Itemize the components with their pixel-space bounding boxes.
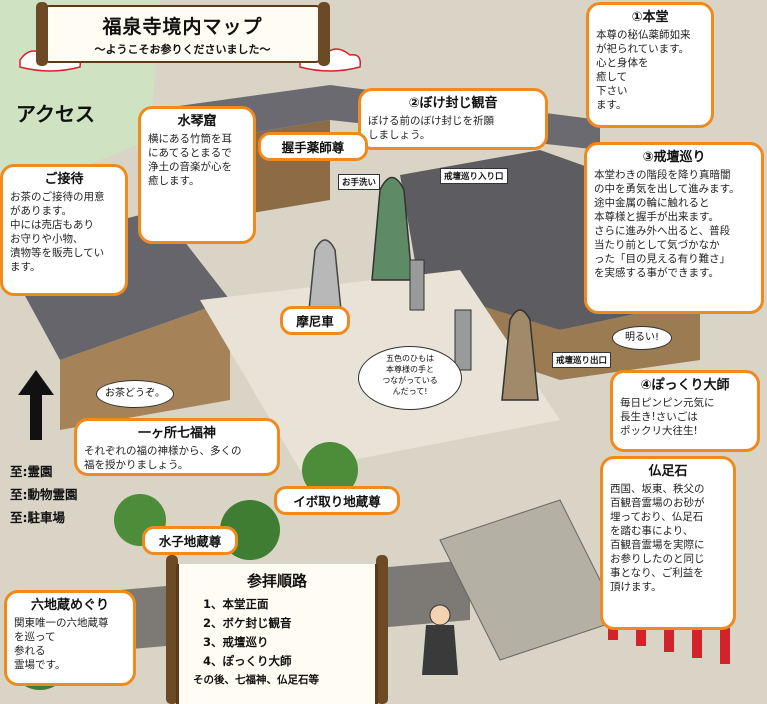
scroll-rod [36, 2, 48, 66]
map-title: 福泉寺境内マップ [102, 16, 263, 38]
access-arrow-icon [18, 370, 54, 440]
label-ibotori-jizo: イボ取り地蔵尊 [274, 486, 400, 515]
route-scroll: 参拝順路 1、本堂正面 2、ボケ封じ観音 3、戒壇巡り 4、ぽっくり大師 その後… [176, 564, 378, 704]
stone-lantern [454, 309, 472, 371]
info-suikinkutsu-title: 水琴窟 [177, 114, 217, 129]
info-settai-body: お茶のご接待の用意 があります。 中には売店もあり お守りや小物、 漬物等を販売… [10, 191, 105, 273]
info-bokefuji: ②ぼけ封じ観音 ぼける前のぼけ封じを祈願 しましょう。 [358, 88, 548, 150]
red-banner [692, 608, 702, 658]
scroll-rod [376, 555, 388, 704]
bubble-himo: 五色のひもは 本尊様の手と つながっている んだって! [358, 346, 462, 410]
info-bussokuseki-body: 西国、坂東、秩父の 百観音霊場のお砂が 埋っており、仏足石 を踏む事により、 百… [610, 483, 705, 593]
info-shichifukujin-body: それぞれの福の神様から、多くの 福を授かりましょう。 [84, 445, 242, 471]
info-suikinkutsu: 水琴窟 横にある竹筒を耳 にあてるとまるで 浄土の音楽が心を 癒します。 [138, 106, 256, 244]
tag-kaidan-entrance: 戒壇巡り入り口 [440, 168, 508, 184]
label-akushu-yakushi: 握手薬師尊 [258, 132, 368, 161]
map-subtitle: 〜ようこそお参りくださいました〜 [94, 43, 271, 56]
access-destinations: 至:霊園 至:動物霊園 至:駐車場 [10, 460, 78, 529]
info-bokefuji-title: ②ぼけ封じ観音 [408, 96, 498, 111]
info-bussokuseki-title: 仏足石 [648, 464, 688, 479]
route-step-2: 2、ボケ封じ観音 [203, 616, 292, 630]
destination-pet-cemetery: 至:動物霊園 [10, 487, 78, 502]
info-shichifukujin: 一ヶ所七福神 それぞれの福の神様から、多くの 福を授かりましょう。 [74, 418, 280, 476]
destination-parking: 至:駐車場 [10, 510, 65, 525]
pokkuri-daishi-statue [501, 309, 539, 401]
info-rokujizo: 六地蔵めぐり 関東唯一の六地蔵尊 を巡って 参れる 霊場です。 [4, 590, 136, 686]
info-hondo: ①本堂 本尊の秘仏薬師如来 が祀られています。 心と身体を 癒して 下さい ます… [586, 2, 714, 128]
info-rokujizo-body: 関東唯一の六地蔵尊 を巡って 参れる 霊場です。 [14, 617, 109, 671]
route-step-3: 3、戒壇巡り [203, 635, 269, 649]
info-pokkuri-body: 毎日ピンピン元気に 長生き!さいごは ポックリ大往生! [620, 397, 715, 437]
route-step-1: 1、本堂正面 [203, 597, 269, 611]
info-suikinkutsu-body: 横にある竹筒を耳 にあてるとまるで 浄土の音楽が心を 癒します。 [148, 133, 232, 187]
info-kaidan-body: 本堂わきの階段を降り真暗闇 の中を勇気を出して進みます。 途中金属の輪に触れると… [594, 169, 740, 279]
monk-robe [422, 625, 458, 675]
info-kaidan-title: ③戒壇巡り [642, 150, 706, 165]
info-hondo-title: ①本堂 [631, 10, 669, 25]
info-bussokuseki: 仏足石 西国、坂東、秩父の 百観音霊場のお砂が 埋っており、仏足石 を踏む事によ… [600, 456, 736, 630]
stone-lantern [409, 259, 425, 311]
info-settai-title: ご接待 [44, 172, 84, 187]
info-settai: ご接待 お茶のご接待の用意 があります。 中には売店もあり お守りや小物、 漬物… [0, 164, 128, 296]
monk-figure [429, 604, 451, 626]
info-rokujizo-title: 六地蔵めぐり [30, 598, 109, 613]
info-kaidan: ③戒壇巡り 本堂わきの階段を降り真暗闇 の中を勇気を出して進みます。 途中金属の… [584, 142, 764, 314]
info-hondo-body: 本尊の秘仏薬師如来 が祀られています。 心と身体を 癒して 下さい ます。 [596, 29, 691, 111]
red-banner [720, 614, 730, 664]
destination-cemetery: 至:霊園 [10, 464, 53, 479]
bubble-ocha: お茶どうぞ。 [96, 380, 174, 408]
route-step-after: その後、七福神、仏足石等 [193, 674, 319, 686]
tag-otearai: お手洗い [338, 174, 381, 190]
bubble-akarui: 明るい! [612, 326, 672, 350]
akushu-yakushi-statue [308, 239, 342, 311]
tag-kaidan-exit: 戒壇巡り出口 [552, 352, 612, 368]
info-pokkuri-title: ④ぽっくり大師 [640, 378, 730, 393]
label-mani-guruma: 摩尼車 [280, 306, 350, 335]
route-title: 参拝順路 [246, 572, 307, 590]
scroll-rod [318, 2, 330, 66]
info-shichifukujin-title: 一ヶ所七福神 [137, 426, 216, 441]
route-step-4: 4、ぽっくり大師 [203, 654, 292, 668]
access-label: アクセス [16, 102, 95, 126]
info-bokefuji-body: ぼける前のぼけ封じを祈願 しましょう。 [368, 115, 494, 141]
label-mizuko-jizo: 水子地蔵尊 [142, 526, 238, 555]
scroll-rod [166, 555, 178, 704]
map-title-block: 福泉寺境内マップ 〜ようこそお参りくださいました〜 [50, 12, 315, 57]
bush [302, 442, 358, 498]
info-pokkuri: ④ぽっくり大師 毎日ピンピン元気に 長生き!さいごは ポックリ大往生! [610, 370, 760, 452]
